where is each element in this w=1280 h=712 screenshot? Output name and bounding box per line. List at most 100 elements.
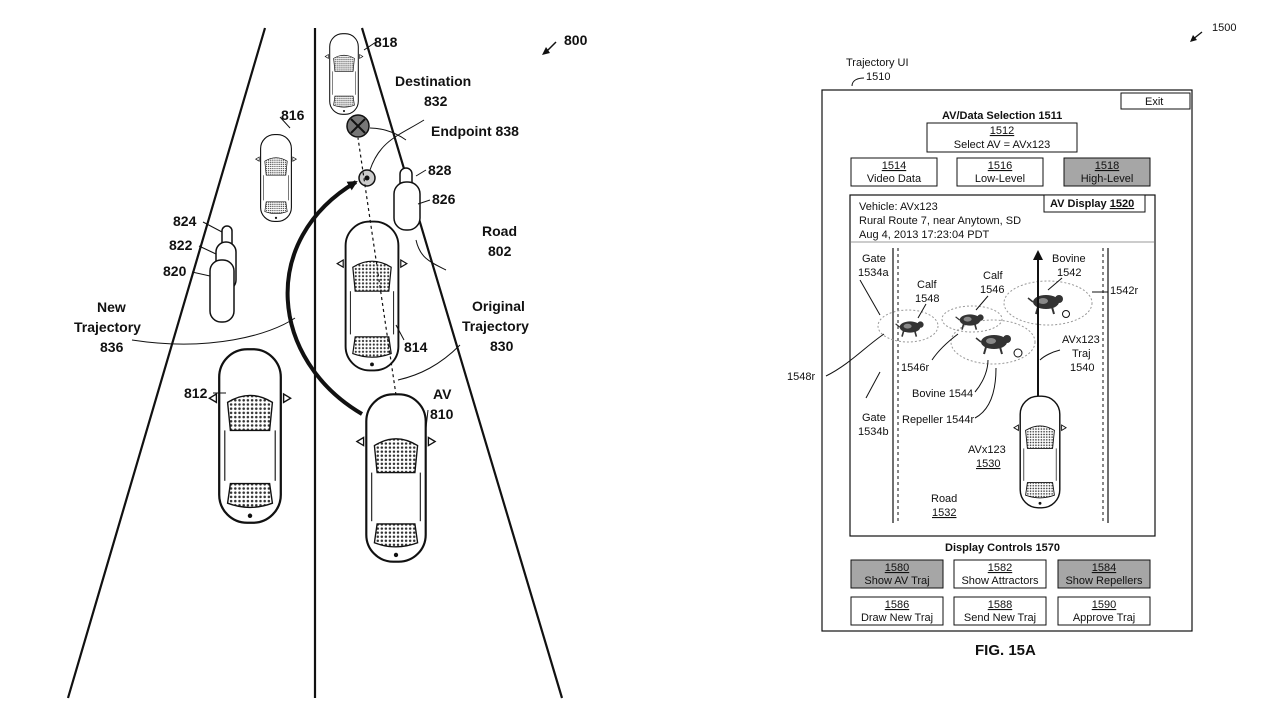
label-bovine-1542: Bovine bbox=[1052, 253, 1086, 265]
exit-button[interactable]: Exit bbox=[1120, 92, 1191, 110]
label-calf-1546: Calf bbox=[983, 270, 1004, 282]
data-button-high-level-label: High-Level bbox=[1081, 173, 1134, 185]
label-812: 812 bbox=[184, 385, 208, 401]
label-av-1: AVx123 bbox=[968, 444, 1006, 456]
send-new-traj-button-num: 1588 bbox=[988, 599, 1012, 611]
obstacles-826-828 bbox=[393, 167, 421, 231]
label-bovine-1542-num: 1542 bbox=[1057, 267, 1081, 279]
label-av-num: 810 bbox=[430, 406, 454, 422]
label-1542r: 1542r bbox=[1110, 285, 1138, 297]
vehicle-812 bbox=[208, 348, 292, 524]
figure-ref-1500: 1500 bbox=[1212, 22, 1236, 34]
label-destination-num: 832 bbox=[424, 93, 448, 109]
label-destination: Destination bbox=[395, 73, 471, 89]
label-1546r: 1546r bbox=[901, 362, 929, 374]
figure-caption: FIG. 15A bbox=[975, 642, 1036, 659]
figure-800: 800 818 Destination 832 Endpoint 838 816… bbox=[66, 27, 588, 699]
obstacles-820-824 bbox=[209, 225, 237, 323]
endpoint-icon bbox=[358, 169, 376, 187]
vehicle-814 bbox=[336, 220, 408, 372]
vehicle-datetime: Aug 4, 2013 17:23:04 PDT bbox=[859, 229, 990, 241]
av-810 bbox=[355, 393, 437, 563]
label-gate-b-num: 1534b bbox=[858, 426, 889, 438]
draw-new-traj-button-num: 1586 bbox=[885, 599, 909, 611]
road-802 bbox=[66, 27, 564, 699]
show-repellers-button-label: Show Repellers bbox=[1065, 575, 1143, 587]
label-orig-1: Original bbox=[472, 298, 525, 314]
display-controls-heading: Display Controls 1570 bbox=[945, 542, 1060, 554]
label-calf-1546-num: 1546 bbox=[980, 284, 1004, 296]
destination-icon bbox=[346, 114, 370, 138]
show-repellers-button-num: 1584 bbox=[1092, 562, 1116, 574]
approve-traj-button-num: 1590 bbox=[1092, 599, 1116, 611]
label-calf-1548: Calf bbox=[917, 279, 938, 291]
vehicle-818 bbox=[324, 33, 364, 115]
label-traj-3: 1540 bbox=[1070, 362, 1094, 374]
label-road-num: 802 bbox=[488, 243, 512, 259]
label-824: 824 bbox=[173, 213, 197, 229]
label-816: 816 bbox=[281, 107, 305, 123]
show-av-traj-button-num: 1580 bbox=[885, 562, 909, 574]
original-trajectory-830 bbox=[357, 137, 397, 396]
show-av-traj-button-label: Show AV Traj bbox=[864, 575, 929, 587]
trajectory-ui-num: 1510 bbox=[866, 71, 890, 83]
label-gate-a: Gate bbox=[862, 253, 886, 265]
av-1530-icon bbox=[1013, 395, 1067, 509]
select-av-field[interactable]: 1512 Select AV = AVx123 bbox=[926, 122, 1078, 153]
label-road-1: Road bbox=[931, 493, 957, 505]
label-gate-a-num: 1534a bbox=[858, 267, 889, 279]
figure-ref-800: 800 bbox=[564, 32, 588, 48]
label-bovine-1544: Bovine 1544 bbox=[912, 388, 973, 400]
label-traj-1: AVx123 bbox=[1062, 334, 1100, 346]
label-new-num: 836 bbox=[100, 339, 124, 355]
label-av-2: 1530 bbox=[976, 458, 1000, 470]
label-calf-1548-num: 1548 bbox=[915, 293, 939, 305]
label-820: 820 bbox=[163, 263, 187, 279]
label-traj-2: Traj bbox=[1072, 348, 1091, 360]
label-818: 818 bbox=[374, 34, 398, 50]
av-display-panel bbox=[849, 194, 1156, 537]
av-data-selection-heading: AV/Data Selection 1511 bbox=[942, 110, 1062, 122]
label-endpoint: Endpoint 838 bbox=[431, 123, 519, 139]
av-display-tab[interactable] bbox=[1043, 194, 1146, 213]
label-repeller-1544r: Repeller 1544r bbox=[902, 414, 974, 426]
figure-1500: 1500 Trajectory UI 1510 Exit AV/Data Sel… bbox=[787, 22, 1236, 659]
repeller-1544r-icon bbox=[1013, 348, 1023, 358]
scene-view bbox=[825, 248, 1109, 523]
vehicle-816 bbox=[255, 134, 297, 222]
label-826: 826 bbox=[432, 191, 456, 207]
select-av-num: 1512 bbox=[990, 125, 1014, 137]
label-gate-b: Gate bbox=[862, 412, 886, 424]
label-road-2: 1532 bbox=[932, 507, 956, 519]
label-814: 814 bbox=[404, 339, 428, 355]
send-new-traj-button-label: Send New Traj bbox=[964, 612, 1036, 624]
vehicle-id: Vehicle: AVx123 bbox=[859, 201, 938, 213]
data-button-low-level-label: Low-Level bbox=[975, 173, 1025, 185]
label-828: 828 bbox=[428, 162, 452, 178]
label-av: AV bbox=[433, 386, 452, 402]
approve-traj-button-label: Approve Traj bbox=[1073, 612, 1135, 624]
data-button-low-level-num: 1516 bbox=[988, 160, 1012, 172]
data-button-video-data-label: Video Data bbox=[867, 173, 922, 185]
label-1548r: 1548r bbox=[787, 371, 815, 383]
av-display-title: AV Display 1520 bbox=[1050, 198, 1134, 210]
trajectory-ui-title: Trajectory UI bbox=[846, 57, 909, 69]
draw-new-traj-button-label: Draw New Traj bbox=[861, 612, 933, 624]
label-road: Road bbox=[482, 223, 517, 239]
new-trajectory-836 bbox=[285, 180, 364, 416]
label-new-2: Trajectory bbox=[74, 319, 141, 335]
show-attractors-button-num: 1582 bbox=[988, 562, 1012, 574]
vehicle-location: Rural Route 7, near Anytown, SD bbox=[859, 215, 1021, 227]
